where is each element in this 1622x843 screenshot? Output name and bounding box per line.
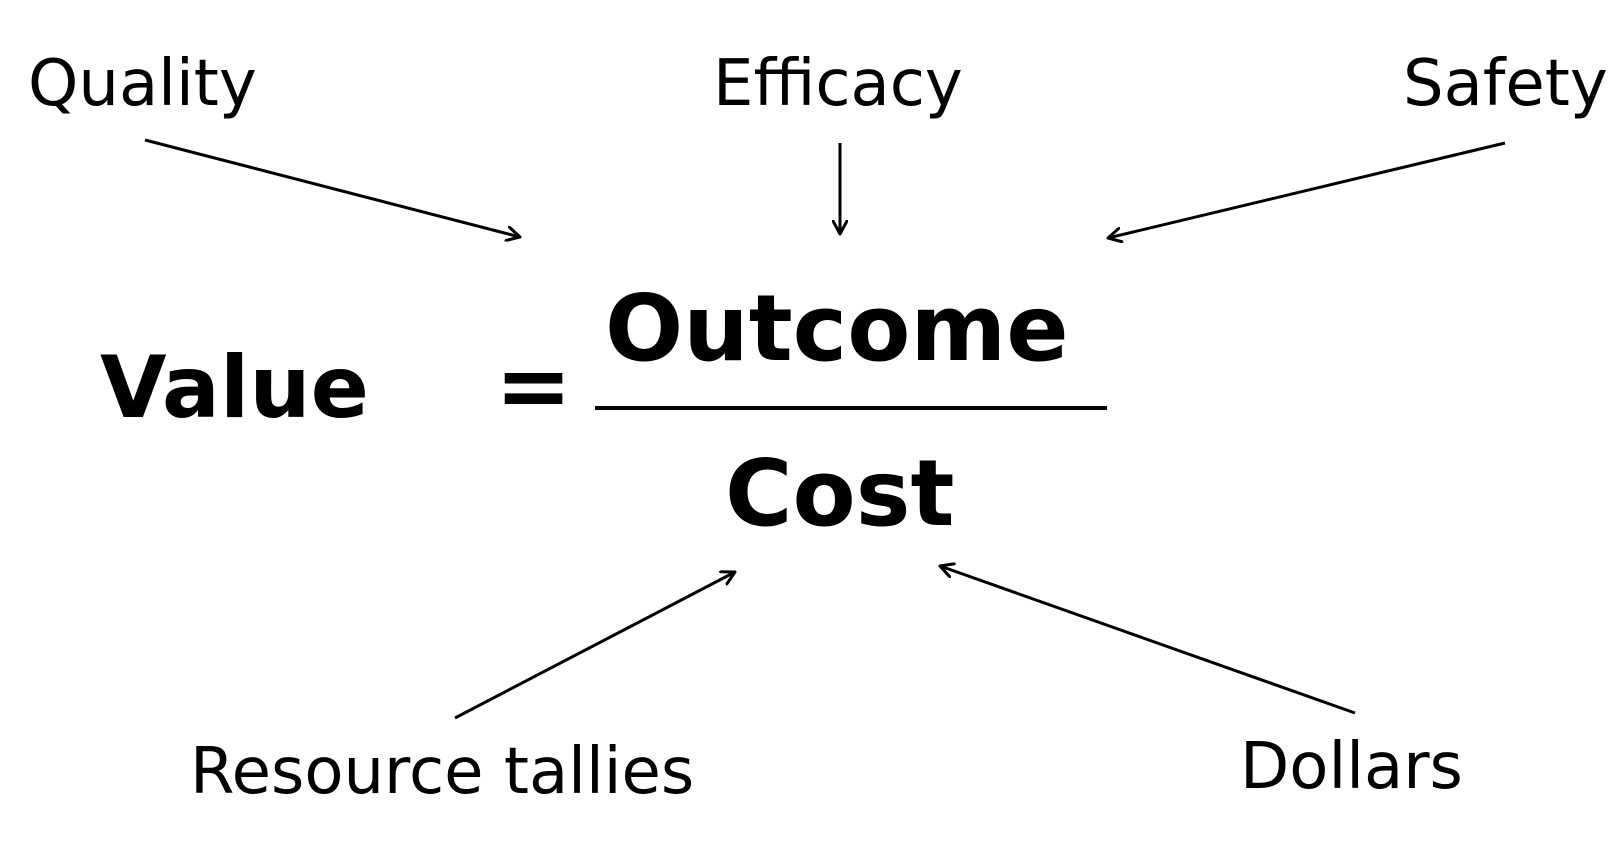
- factor-safety: Safety: [1403, 47, 1608, 121]
- factor-dollars: Dollars: [1240, 730, 1463, 804]
- arrow-resource-tallies-to-cost: [454, 572, 735, 720]
- arrow-dollars-to-cost: [940, 566, 1356, 715]
- arrow-quality-to-outcome: [144, 138, 520, 237]
- equation-numerator-outcome: Outcome: [605, 275, 1069, 382]
- equation-denominator-cost: Cost: [725, 440, 955, 547]
- arrow-safety-to-outcome: [1108, 141, 1506, 238]
- factor-efficacy: Efficacy: [713, 47, 963, 121]
- factor-resource-tallies: Resource tallies: [190, 735, 695, 809]
- factor-quality: Quality: [28, 47, 257, 121]
- equation-lhs-value: Value: [100, 338, 369, 438]
- equation-equals-sign: =: [495, 332, 573, 439]
